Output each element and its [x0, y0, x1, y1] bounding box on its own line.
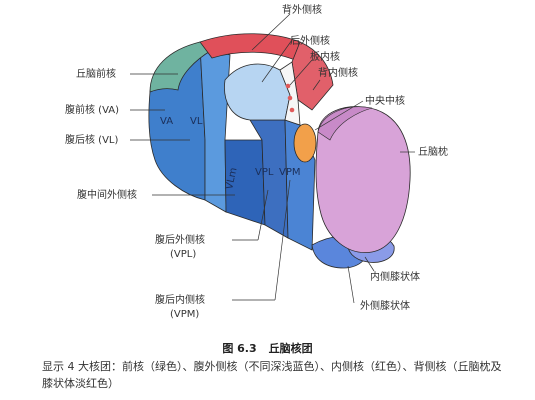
vl-inner-label: VL	[190, 116, 203, 127]
medial-geniculate-label: 内侧膝状体	[370, 270, 420, 283]
dorsal-medial-label: 背内侧核	[318, 66, 358, 79]
anterior-nucleus-region	[149, 41, 213, 93]
figure-number: 图 6.3	[222, 342, 257, 355]
vpl-name-label: 腹后外侧核	[155, 233, 205, 246]
lamina-dot	[285, 83, 291, 89]
ventral-anterior-label: 腹前核 (VA)	[65, 103, 119, 116]
figure-caption-description: 显示 4 大核团：前核（绿色）、腹外侧核（不同深浅蓝色）、内侧核（红色）、背侧核…	[42, 360, 502, 390]
lateral-posterior-region	[224, 63, 291, 121]
dorsal-lateral-region	[199, 33, 301, 61]
vpl-abbr-label: (VPL)	[170, 249, 196, 260]
centromedian-label: 中央中核	[365, 94, 405, 107]
lamina-dot	[287, 95, 293, 101]
ventral-intermediate-label: 腹中间外侧核	[77, 188, 137, 201]
lateral-posterior-label: 后外侧核	[290, 34, 330, 47]
anterior-nucleus-label: 丘脑前核	[76, 67, 116, 80]
internal-lamina-region	[279, 61, 301, 126]
pulvinar-cap	[317, 106, 373, 141]
pulvinar-label: 丘脑枕	[418, 145, 448, 158]
centromedian-region	[293, 123, 317, 163]
leader-lines	[130, 13, 415, 304]
vlm-inner-label: VLm	[224, 167, 239, 191]
vpm-abbr-label: (VPM)	[170, 309, 199, 320]
ventral-lateral-label: 腹后核 (VL)	[65, 133, 118, 146]
figure-caption-title: 图 6.3 丘脑核团	[0, 340, 535, 356]
figure-title: 丘脑核团	[268, 342, 313, 355]
vpm-inner-label: VPM	[279, 167, 301, 178]
lateral-geniculate-label: 外侧膝状体	[360, 299, 410, 312]
vpm-name-label: 腹后内侧核	[155, 293, 205, 306]
va-inner-label: VA	[160, 116, 173, 127]
dorsal-medial-region	[291, 41, 334, 111]
lamina-dot	[289, 107, 295, 113]
dorsal-lateral-label: 背外侧核	[282, 3, 322, 16]
vpl-inner-label: VPL	[255, 167, 274, 178]
internal-lamina-label: 板内核	[310, 50, 340, 63]
thalamus-diagram: VA VL VLm VPL VPM 背外侧核 后外侧核 板内核 背内侧核 丘脑前…	[65, 3, 448, 320]
